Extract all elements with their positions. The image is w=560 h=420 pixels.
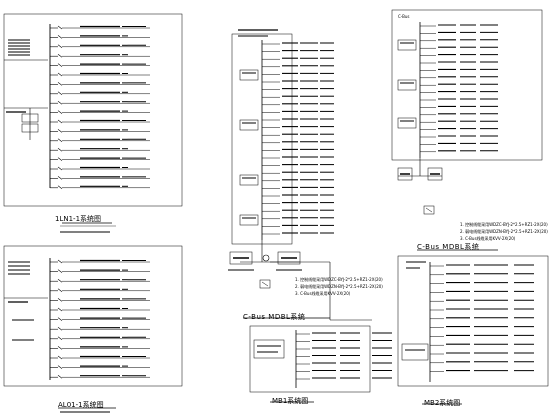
cbus-header-text: C-Bus [398,14,409,19]
breaker-symbol [57,307,63,312]
keypad-symbol [425,207,433,213]
title-mb1: MB1系统图 [272,397,309,405]
panel-frame [397,255,549,387]
legend-right-1: 1. 控制线缆采用WDZC-BYJ-2*2.5+RZ1-2X(20) [460,222,548,227]
breaker-symbol [57,166,63,171]
network-gateway [229,251,253,265]
panel-1ln1-1-system [3,13,183,233]
title-mb2: MB2系统图 [424,399,461,407]
breaker-symbol [57,35,63,39]
title-cbus-center: C-Bus MDBL系统 [243,313,306,321]
breaker-symbol [57,336,63,341]
breaker-symbol [57,176,63,180]
meter-box [21,113,39,123]
breaker-symbol [57,317,63,321]
breaker-symbol [57,53,63,58]
breaker-symbol [57,129,63,133]
breaker-symbol [57,147,63,152]
relay-module [239,174,259,186]
distribution-box [401,343,429,361]
title-cbus-right: C-Bus MDBL系统 [417,243,480,251]
legend-right-3: 3. C-Bus线缆采用KVV-2X(20) [460,236,516,241]
panel-cbus-mdbl-center [228,29,372,321]
relay-module [239,69,259,81]
panel-frame [3,245,183,387]
power-supply [277,251,301,265]
breaker-symbol [57,157,63,161]
breaker-symbol [57,288,63,293]
panel-al01-1-system [3,245,183,413]
panel-cbus-mdbl-right: C-Bus [391,9,543,251]
breaker-symbol [57,355,63,360]
keypad-symbol [423,205,435,215]
breaker-symbol [57,185,63,190]
breaker-symbol [57,25,63,30]
breaker-symbol [57,365,63,369]
breaker-symbol [57,91,63,96]
breaker-symbol [57,346,63,350]
distribution-box [253,339,285,359]
relay-module [397,117,417,129]
relay-module [397,39,417,51]
breaker-symbol [57,269,63,273]
legend-center-3: 3. C-Bus线缆采用KVV-2X(20) [295,291,351,296]
breaker-symbol [57,326,63,331]
panel-mb1-system [249,325,392,403]
sensor-symbol [262,254,270,262]
meter-box [21,123,39,133]
title-1ln1-1: 1LN1-1系统图 [55,215,102,223]
breaker-symbol [57,110,63,114]
breaker-symbol [57,259,63,264]
title-al01-1: AL01-1系统图 [58,401,104,409]
legend-center-2: 2. 弱电线缆采用WDZN-BYJ-2*2.5+RZ1-2X(20) [295,284,383,289]
cbus-frame [391,9,543,161]
legend-center-1: 1. 控制线缆采用WDZC-BYJ-2*2.5+RZ1-2X(20) [295,277,383,282]
breaker-symbol [57,63,63,67]
breaker-symbol [57,44,63,49]
keypad-symbol [259,279,271,289]
network-gateway [397,167,413,181]
power-supply [427,167,443,181]
breaker-symbol [57,72,63,77]
breaker-symbol [57,100,63,105]
legend-right-2: 2. 弱电线缆采用WDZN-BYJ-2*2.5+RZ1-2X(20) [460,229,548,234]
relay-module [239,119,259,131]
breaker-symbol [57,298,63,302]
breaker-symbol [57,138,63,143]
breaker-symbol [57,82,63,86]
panel-mb2-system [397,255,549,405]
relay-module [397,79,417,91]
relay-module [239,214,259,226]
breaker-symbol [57,119,63,124]
breaker-symbol [57,374,63,379]
panel-frame [3,13,183,207]
keypad-symbol [261,281,269,287]
breaker-symbol [57,278,63,283]
panel-frame [249,325,371,393]
